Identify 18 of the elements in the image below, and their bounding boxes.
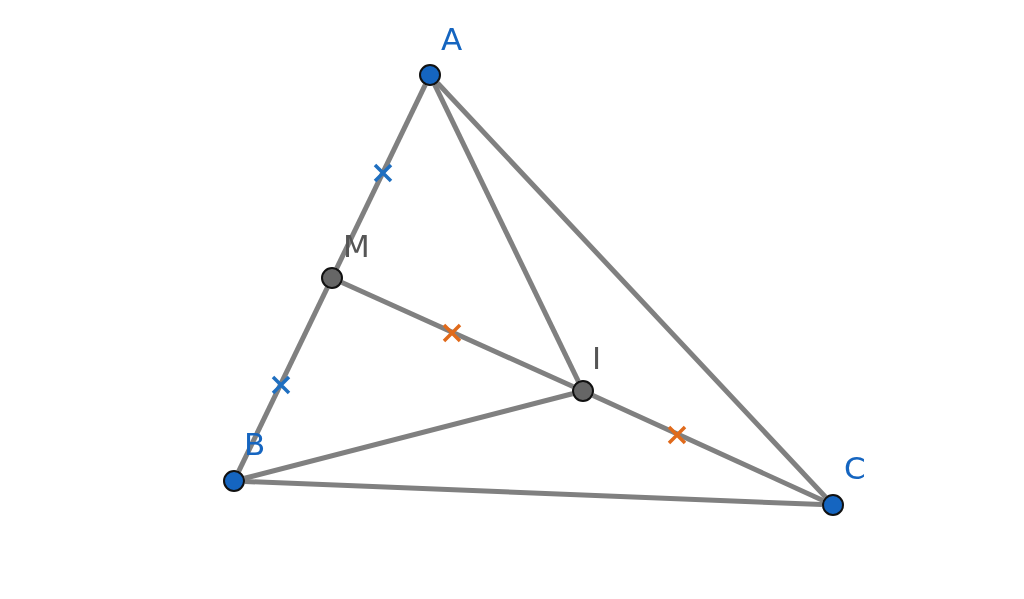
line-segment <box>244 391 573 481</box>
point-dot <box>419 64 441 86</box>
point-dot <box>572 380 594 402</box>
point-label: C <box>844 453 866 484</box>
line-segment <box>244 478 823 508</box>
line-segment <box>341 280 574 389</box>
point-dot <box>822 494 844 516</box>
line-segment <box>591 393 825 503</box>
line-segment <box>334 83 428 270</box>
point-label: B <box>244 429 266 460</box>
point-label: A <box>441 24 463 55</box>
point-dot <box>223 470 245 492</box>
point-label: I <box>592 343 602 374</box>
line-segment <box>435 81 828 499</box>
point-dot <box>321 267 343 289</box>
line-segment <box>236 286 330 473</box>
line-segment <box>432 83 581 383</box>
point-label: M <box>343 231 370 262</box>
